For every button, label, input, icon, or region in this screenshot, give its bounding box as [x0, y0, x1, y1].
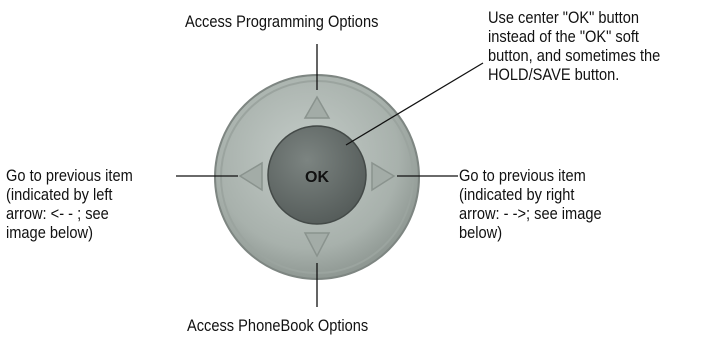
- label-center-note: Use center "OK" button instead of the "O…: [488, 8, 661, 84]
- up-arrow-icon[interactable]: [303, 95, 331, 119]
- label-top: Access Programming Options: [185, 12, 379, 31]
- label-left: Go to previous item (indicated by left a…: [6, 166, 133, 242]
- callout-line-center: [345, 62, 484, 146]
- left-arrow-icon[interactable]: [238, 161, 263, 192]
- ok-button[interactable]: [267, 125, 367, 225]
- right-arrow-icon[interactable]: [371, 161, 396, 192]
- down-arrow-icon[interactable]: [303, 232, 331, 258]
- label-right: Go to previous item (indicated by right …: [459, 166, 602, 242]
- label-bottom: Access PhoneBook Options: [187, 316, 369, 335]
- ok-button-label: OK: [305, 169, 329, 186]
